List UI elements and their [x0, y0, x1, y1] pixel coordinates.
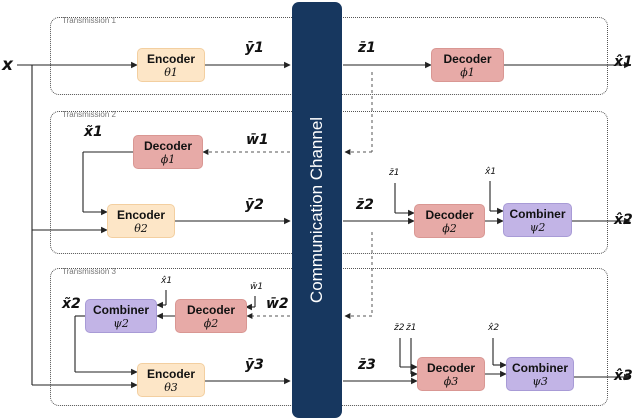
transmission-2-label: Transmission 2 — [62, 110, 116, 119]
signal-z2-label: z̄2 — [356, 197, 374, 213]
decoder-1-block: Decoder ϕ1 — [431, 48, 504, 82]
block-name: Combiner — [509, 206, 566, 221]
block-name: Decoder — [143, 138, 193, 153]
signal-z1-label: z̄1 — [358, 40, 376, 56]
input-w1-label: w̄1 — [250, 282, 264, 292]
decoder-3-block: Decoder ϕ3 — [417, 357, 485, 391]
block-param: θ2 — [134, 221, 148, 235]
channel-label: Communication Channel — [307, 116, 326, 304]
block-name: Encoder — [146, 51, 195, 66]
transmission-1-label: Transmission 1 — [62, 16, 116, 25]
output-xhat2-label: x̂2 — [614, 212, 633, 228]
signal-xt1-label: x̃1 — [84, 124, 103, 140]
encoder-2-block: Encoder θ2 — [107, 204, 175, 238]
combiner-2-block: Combiner ψ2 — [503, 203, 572, 237]
transmission-3-label: Transmission 3 — [62, 267, 116, 276]
input-z2-label: z̄2 — [394, 323, 405, 333]
encoder-1-block: Encoder θ1 — [137, 48, 205, 82]
input-xhat1-label: x̂1 — [485, 167, 497, 177]
output-xhat1-label: x̂1 — [614, 54, 633, 70]
block-name: Encoder — [146, 366, 195, 381]
signal-xt2-label: x̃2 — [62, 296, 81, 312]
block-param: ψ3 — [532, 374, 548, 388]
block-name: Decoder — [426, 360, 476, 375]
block-name: Combiner — [511, 360, 568, 375]
block-name: Decoder — [425, 207, 474, 222]
signal-w2-label: w̄2 — [266, 296, 289, 312]
block-param: ψ2 — [529, 220, 546, 234]
output-xhat3-label: x̂3 — [614, 368, 633, 384]
encoder-3-block: Encoder θ3 — [137, 363, 205, 397]
input-xhat1-t3-label: x̂1 — [161, 276, 173, 286]
input-z1-t3-label: z̄1 — [406, 323, 417, 333]
input-z1-label: z̄1 — [389, 168, 400, 178]
block-name: Encoder — [116, 207, 165, 222]
communication-channel — [292, 2, 342, 418]
block-param: θ1 — [164, 65, 178, 79]
block-param: ϕ3 — [443, 374, 459, 388]
block-name: Decoder — [186, 302, 236, 317]
signal-y2-label: ȳ2 — [245, 197, 264, 213]
decoder-2-block: Decoder ϕ2 — [414, 204, 485, 238]
combiner-3-block: Combiner ψ3 — [506, 357, 574, 391]
block-param: ϕ2 — [442, 221, 457, 235]
decoder-1-feedback-block: Decoder ϕ1 — [133, 135, 203, 169]
input-x-label: x — [2, 55, 13, 75]
block-param: ϕ1 — [460, 65, 475, 79]
signal-z3-label: z̄3 — [358, 357, 376, 373]
input-xhat2-label: x̂2 — [488, 323, 500, 333]
signal-y1-label: ȳ1 — [245, 40, 264, 56]
block-param: ϕ2 — [203, 316, 219, 330]
block-param: θ3 — [164, 380, 178, 394]
block-param: ψ2 — [113, 316, 129, 330]
combiner-2-feedback-block: Combiner ψ2 — [85, 299, 157, 333]
decoder-2-feedback-block: Decoder ϕ2 — [175, 299, 247, 333]
signal-w1-label: w̄1 — [246, 132, 269, 148]
block-param: ϕ1 — [160, 152, 176, 166]
block-name: Decoder — [443, 51, 492, 66]
block-name: Combiner — [92, 302, 149, 317]
signal-y3-label: ȳ3 — [245, 357, 264, 373]
